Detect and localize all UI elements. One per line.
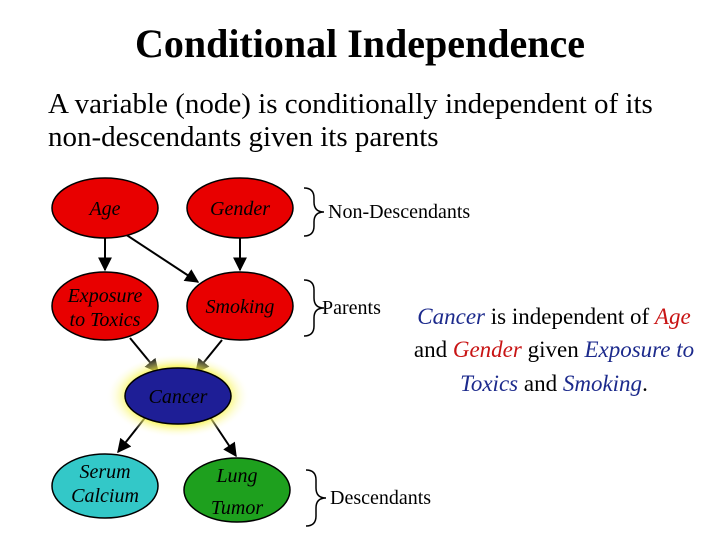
node-gender [186, 177, 294, 239]
node-lung-label-1: Lung [215, 465, 257, 487]
independence-note: Cancer is independent of Age and Gender … [404, 300, 704, 400]
note-cancer: Cancer [417, 304, 486, 329]
note-text-1: is independent of [485, 304, 655, 329]
node-serum-calcium [51, 453, 159, 519]
node-exposure-label-2: to Toxics [70, 309, 141, 331]
note-gender: Gender [452, 337, 522, 363]
brace-parents [303, 279, 325, 337]
note-text-3: given [521, 337, 585, 363]
node-age [51, 177, 159, 239]
node-cancer [124, 367, 232, 425]
node-smoking-label: Smoking [206, 296, 275, 318]
note-exposure: Exposure to Toxics [460, 337, 695, 396]
node-exposure [51, 271, 159, 341]
brace-non-descendants [303, 187, 325, 237]
label-parents: Parents [322, 297, 381, 319]
node-serum-label-2: Calcium [71, 485, 139, 507]
node-smoking [186, 271, 294, 341]
note-text-5: . [642, 370, 648, 396]
label-non-descendants: Non-Descendants [328, 201, 470, 223]
page-title: Conditional Independence [134, 21, 586, 66]
note-age: Age [654, 304, 691, 329]
node-lung-label-2: Tumor [211, 497, 263, 519]
note-text-4: and [518, 370, 563, 396]
node-exposure-label-1: Exposure [67, 285, 143, 307]
note-text-2: and [413, 337, 453, 363]
brace-descendants [305, 469, 327, 527]
node-cancer-label: Cancer [149, 386, 208, 408]
node-gender-label: Gender [210, 198, 270, 220]
subtitle: A variable (node) is conditionally indep… [48, 88, 653, 154]
node-age-label: Age [87, 198, 120, 220]
edge-age-smoking [124, 233, 200, 283]
node-serum-label-1: Serum [79, 461, 130, 483]
label-descendants: Descendants [330, 487, 431, 509]
note-smoking: Smoking [562, 370, 643, 396]
node-lung-tumor [183, 457, 291, 523]
